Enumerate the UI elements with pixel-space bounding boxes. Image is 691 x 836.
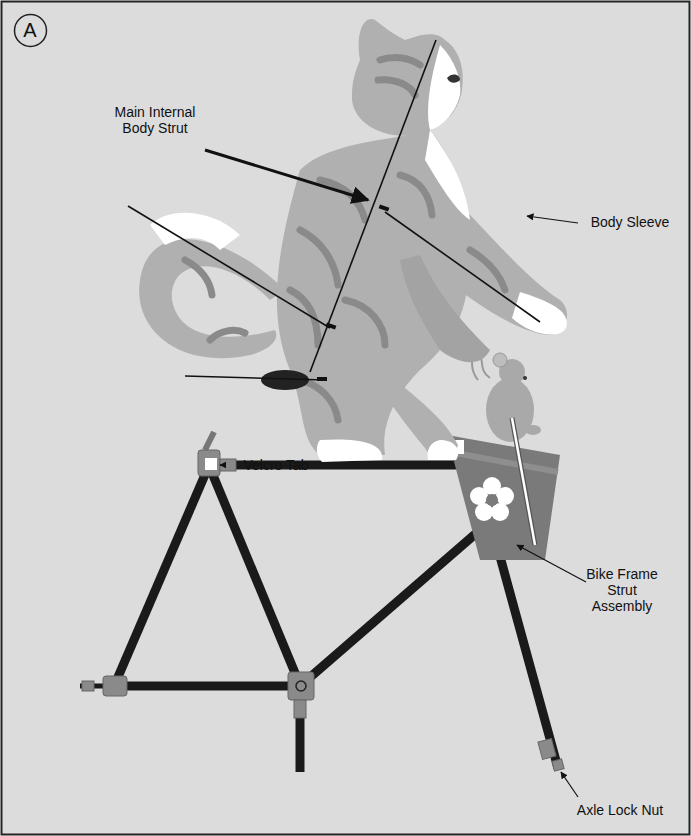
part-label: Bike Frame Strut Assembly [582,566,662,614]
part-label: Main Internal Body Strut [99,104,211,136]
cat [128,19,567,462]
bike-frame [80,432,558,772]
leader-lines [205,150,586,797]
figure-letter: A [23,19,36,42]
frame-joints [82,450,564,771]
basket [447,418,560,560]
velcro-tab [205,458,217,470]
mouse [472,350,541,442]
part-label: Velcro Tab [226,457,326,473]
figure-letter-circle: A [13,13,48,48]
part-label: Axle Lock Nut [565,802,675,818]
part-label: Body Sleeve [580,214,680,230]
